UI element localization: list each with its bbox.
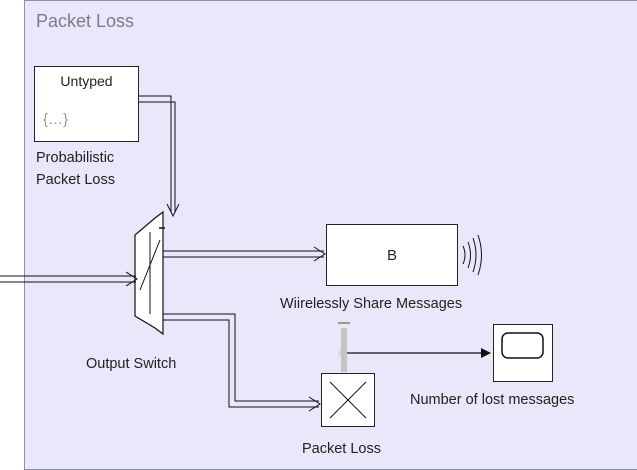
expression-glyph-icon: {…} <box>43 111 69 128</box>
scope-label: Number of lost messages <box>410 392 575 408</box>
output-switch-block[interactable] <box>134 210 165 336</box>
untyped-header: Untyped <box>60 73 113 89</box>
wire-input-to-switch[interactable] <box>0 271 138 287</box>
scope-screen-icon <box>501 332 544 359</box>
probabilistic-label-line1: Probabilistic <box>36 150 115 166</box>
wireless-share-block[interactable]: B <box>326 224 458 286</box>
probabilistic-label-line2: Packet Loss <box>36 172 115 188</box>
wire-probabilistic-to-switch[interactable] <box>139 95 180 218</box>
wireless-block-text: B <box>386 247 397 264</box>
wireless-waves-icon <box>462 234 482 276</box>
area-title: Packet Loss <box>36 11 135 31</box>
port-indicator <box>341 328 347 372</box>
packet-loss-label: Packet Loss <box>302 441 381 457</box>
wire-switch-to-wireless[interactable] <box>163 246 326 262</box>
wireless-share-label: Wiirelessly Share Messages <box>280 296 463 312</box>
wire-switch-to-packet-loss[interactable] <box>163 313 321 412</box>
x-mark-icon <box>329 381 367 419</box>
probabilistic-packet-loss-block[interactable]: Untyped {…} <box>34 66 139 142</box>
output-switch-label: Output Switch <box>86 356 177 372</box>
